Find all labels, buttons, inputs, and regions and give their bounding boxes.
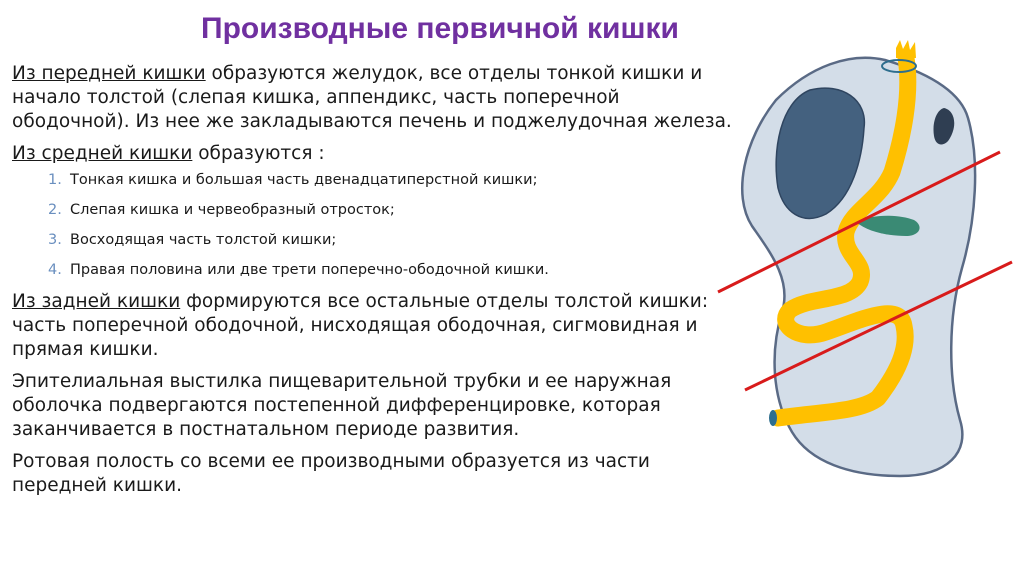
list-item: 3. Восходящая часть толстой кишки; <box>48 230 732 250</box>
foregut-text: образуются желудок, все отделы тонкой ки… <box>12 63 732 132</box>
list-number: 2. <box>48 202 62 218</box>
list-item: 2. Слепая кишка и червеобразный отросток; <box>48 200 732 220</box>
list-text: Слепая кишка и червеобразный отросток; <box>70 202 395 218</box>
list-text: Восходящая часть толстой кишки; <box>70 232 337 248</box>
oral-ring-shape <box>881 59 917 73</box>
primary-gut-diagram <box>717 40 1013 478</box>
cloaca-opening-shape <box>769 410 777 426</box>
list-number: 4. <box>48 262 62 278</box>
hindgut-lead: Из задней кишки <box>12 291 181 312</box>
list-item: 1. Тонкая кишка и большая часть двенадцат… <box>48 170 732 190</box>
liver-shape <box>775 87 866 220</box>
hindgut-paragraph: Из задней кишки формируются все остальны… <box>12 290 732 362</box>
list-text: Правая половина или две трети поперечно-… <box>70 262 549 278</box>
list-number: 1. <box>48 172 62 188</box>
list-text: Тонкая кишка и большая часть двенадцатип… <box>70 172 538 188</box>
foregut-paragraph: Из передней кишки образуются желудок, вс… <box>12 62 732 134</box>
pancreas-bud-shape <box>856 215 920 236</box>
midgut-hindgut-boundary-line <box>744 260 1013 392</box>
midgut-list: 1. Тонкая кишка и большая часть двенадцат… <box>12 170 732 280</box>
lung-bud-shape <box>933 108 955 145</box>
list-item: 4. Правая половина или две трети поперечн… <box>48 260 732 280</box>
midgut-lead: Из средней кишки <box>12 143 193 164</box>
oral-cavity-paragraph: Ротовая полость со всеми ее производными… <box>12 451 650 496</box>
midgut-paragraph: Из средней кишки образуются : <box>12 142 732 166</box>
epithelium-paragraph: Эпителиальная выстилка пищеварительной т… <box>12 371 672 440</box>
foregut-midgut-boundary-line <box>717 150 1001 294</box>
list-number: 3. <box>48 232 62 248</box>
text-content: Из передней кишки образуются желудок, вс… <box>12 62 732 506</box>
page-title: Производные первичной кишки <box>201 12 679 45</box>
foregut-lead: Из передней кишки <box>12 63 206 84</box>
pharynx-end-shape <box>896 40 916 58</box>
primary-gut-tube <box>769 49 917 427</box>
midgut-text: образуются : <box>192 143 325 164</box>
hindgut-text: формируются все остальные отделы толстой… <box>12 291 709 360</box>
